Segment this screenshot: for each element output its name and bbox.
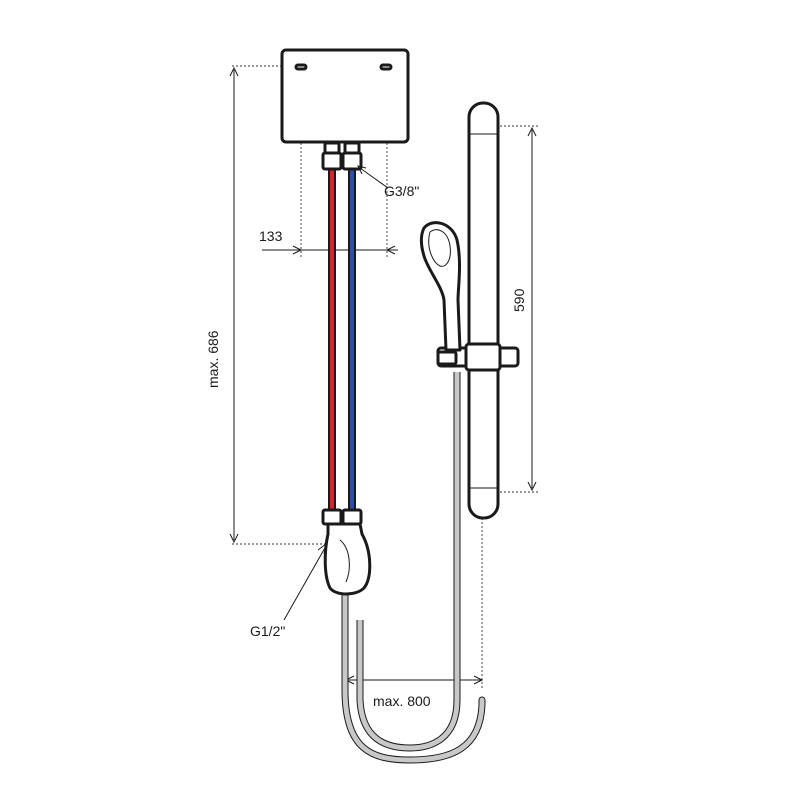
label-connection-thread: G3/8" xyxy=(384,183,419,199)
hot-water-pipe xyxy=(328,168,336,512)
lower-fittings xyxy=(321,508,363,526)
slide-rail xyxy=(467,101,500,520)
hose-loop-fill xyxy=(357,620,460,751)
label-rail-length: 590 xyxy=(511,288,527,312)
leader-line-connection-thread xyxy=(359,167,389,189)
hose-loop xyxy=(356,620,461,752)
leader-line-mixer-thread xyxy=(283,545,327,621)
label-mixer-thread: G1/2" xyxy=(250,623,285,639)
water-heater-unit xyxy=(280,48,410,144)
dimension-max-height xyxy=(229,65,325,545)
upper-fittings xyxy=(321,141,363,171)
rail-slider-holder xyxy=(436,342,520,372)
label-inlet-spacing: 133 xyxy=(259,228,283,244)
dimension-rail-length xyxy=(496,125,538,493)
label-max-height: max. 686 xyxy=(205,330,221,388)
label-hose-length: max. 800 xyxy=(373,693,431,709)
cold-water-pipe xyxy=(348,168,356,512)
shower-hose xyxy=(341,592,486,764)
shower-hose-fill xyxy=(342,593,485,763)
hand-shower xyxy=(419,221,462,352)
mixer-tap xyxy=(323,522,372,596)
